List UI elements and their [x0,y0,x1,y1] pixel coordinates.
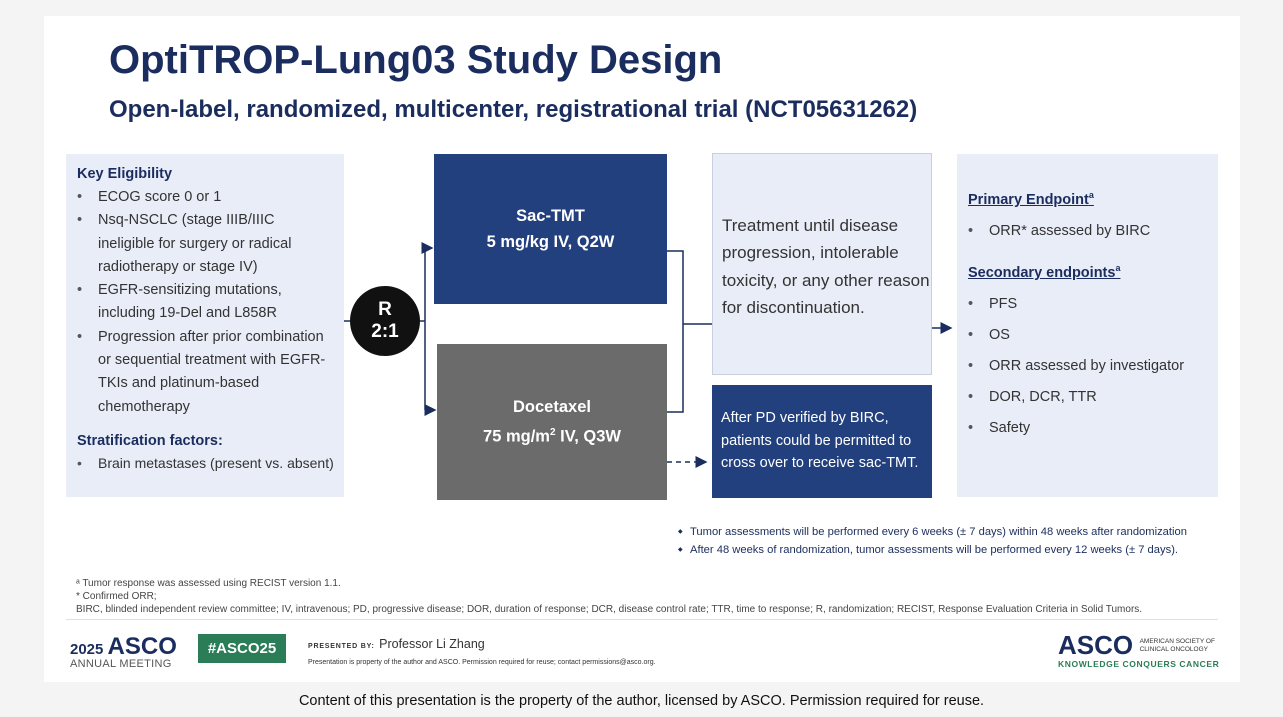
tumor-note: After 48 weeks of randomization, tumor a… [678,541,1187,559]
arm-docetaxel: Docetaxel 75 mg/m2 IV, Q3W [437,344,667,500]
eligibility-item: Nsq-NSCLC (stage IIIB/IIIC ineligible fo… [77,209,334,279]
arm1-name: Sac-TMT [516,207,585,225]
treatment-box: Treatment until disease progression, int… [712,153,932,375]
primary-endpoint-item: ORR* assessed by BIRC [968,221,1218,241]
secondary-endpoint-item: OS [968,325,1218,345]
hashtag-badge: #ASCO25 [198,634,286,663]
secondary-endpoint-heading: Secondary endpointsa [968,262,1121,281]
tumor-note: Tumor assessments will be performed ever… [678,523,1187,541]
eligibility-box: Key Eligibility ECOG score 0 or 1 Nsq-NS… [66,154,344,497]
page-subtitle: Open-label, randomized, multicenter, reg… [109,96,918,123]
eligibility-item: ECOG score 0 or 1 [77,186,334,210]
flow-connectors [344,242,953,468]
randomization-letter: R [378,299,392,320]
secondary-endpoint-item: ORR assessed by investigator [968,356,1218,376]
presented-by-label: PRESENTED BY: [308,643,375,650]
secondary-endpoint-item: PFS [968,294,1218,314]
eligibility-item: EGFR-sensitizing mutations, including 19… [77,279,334,326]
property-notice: Presentation is property of the author a… [308,659,656,666]
footnote: * Confirmed ORR; [76,591,157,603]
randomization-circle: R 2:1 [350,286,420,356]
endpoints-box: Primary Endpointa ORR* assessed by BIRC … [957,154,1218,497]
footnotes: ᵃ Tumor response was assessed using RECI… [76,577,1142,617]
slide: OptiTROP-Lung03 Study Design Open-label,… [44,16,1240,682]
stratification-heading: Stratification factors: [77,432,223,449]
primary-endpoint-heading: Primary Endpointa [968,190,1094,208]
eligibility-heading: Key Eligibility [77,166,173,182]
page-title: OptiTROP-Lung03 Study Design [109,38,723,82]
connector-arm1-out [667,250,684,413]
crossover-box: After PD verified by BIRC, patients coul… [712,385,932,498]
footnote: ᵃ Tumor response was assessed using RECI… [76,578,341,589]
tumor-assessment-notes: Tumor assessments will be performed ever… [678,523,1187,559]
arm-sac-tmt: Sac-TMT 5 mg/kg IV, Q2W [434,154,667,304]
arm2-name: Docetaxel [513,398,591,417]
presented-by: PRESENTED BY: Professor Li Zhang Present… [308,635,656,666]
copyright-footer: Content of this presentation is the prop… [298,693,985,709]
presenter-name: Professor Li Zhang [379,637,485,651]
stratification-item: Brain metastases (present vs. absent) [77,453,334,473]
footer-divider [66,619,1218,620]
asco-annual-meeting-logo: 2025 ASCO ANNUAL MEETING [70,633,177,670]
eligibility-item: Progression after prior combination or s… [77,326,334,419]
footnote: BIRC, blinded independent review committ… [76,604,1143,616]
randomization-ratio: 2:1 [371,321,399,342]
arm1-dose: 5 mg/kg IV, Q2W [486,233,615,251]
secondary-endpoint-item: Safety [968,418,1218,438]
secondary-endpoint-item: DOR, DCR, TTR [968,387,1218,407]
arm2-dose: 75 mg/m2 IV, Q3W [483,427,621,446]
